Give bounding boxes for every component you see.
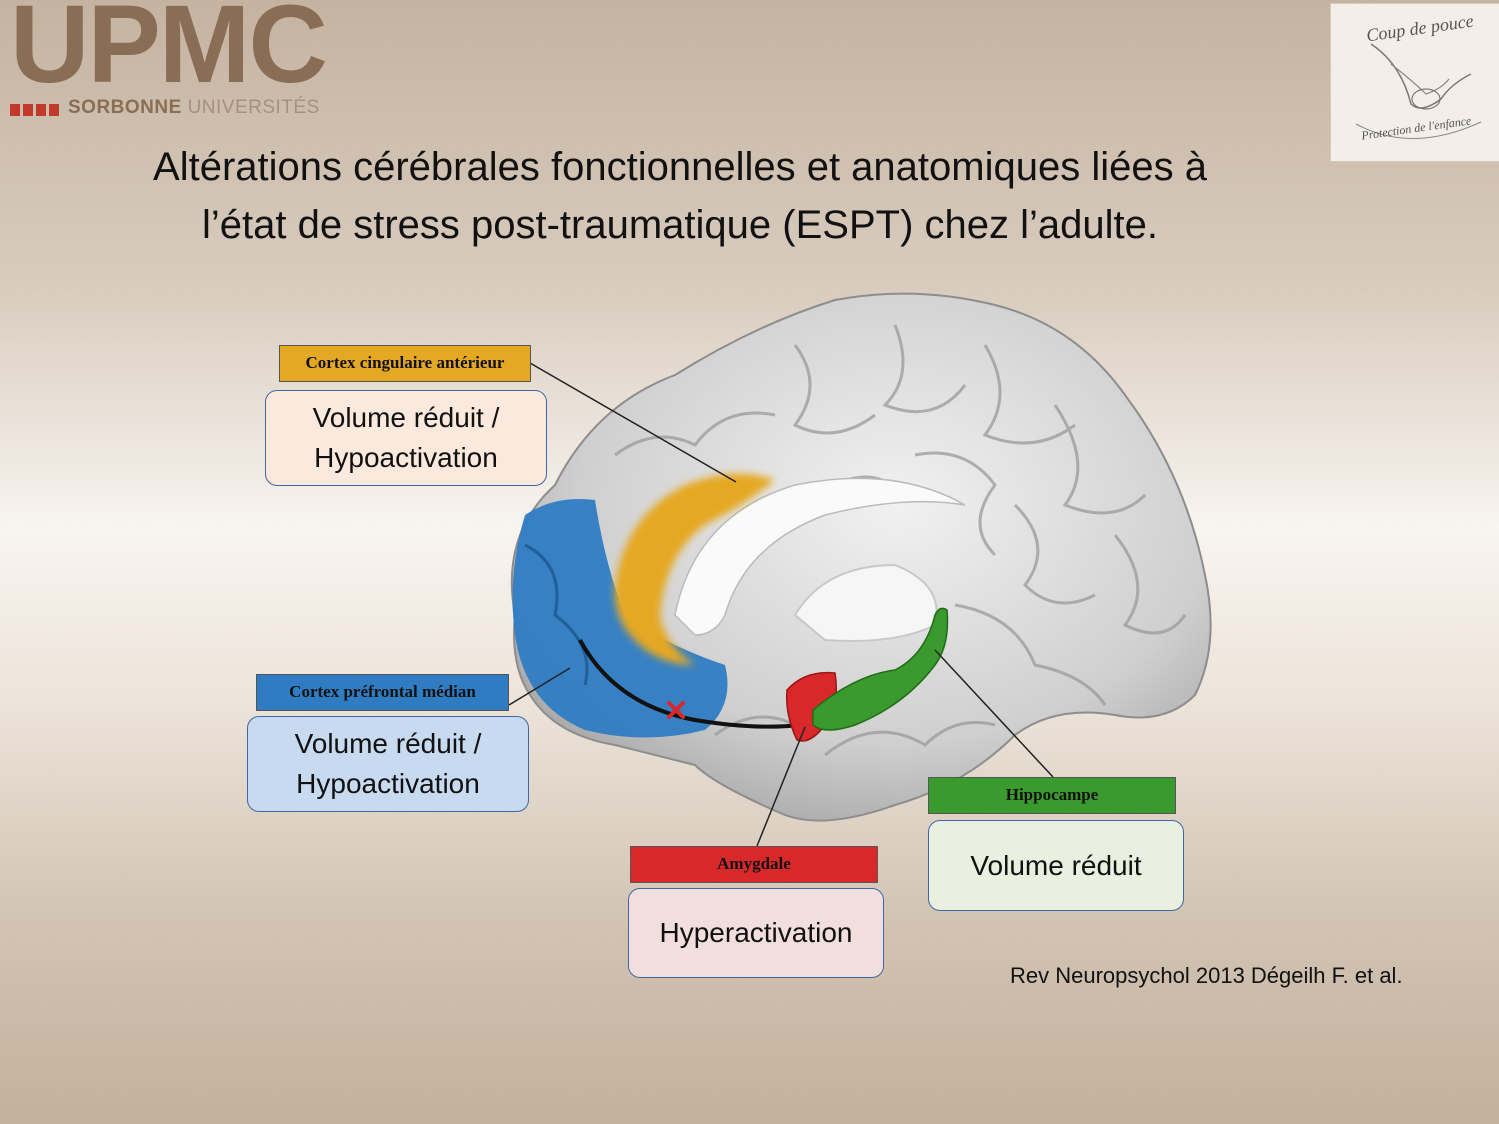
slide-title: Altérations cérébrales fonctionnelles et…: [40, 138, 1320, 254]
acc-info-line1: Volume réduit /: [312, 402, 500, 433]
disruption-x-icon: [667, 701, 685, 719]
upmc-logo-letters: UPMC: [10, 0, 328, 106]
mpfc-info-line2: Hypoactivation: [296, 768, 480, 799]
amygdala-info-text: Hyperactivation: [659, 917, 853, 948]
hippocampus-info-box: Volume réduit: [928, 820, 1184, 911]
slide-title-line1: Altérations cérébrales fonctionnelles et…: [153, 145, 1207, 189]
corpus-callosum: [674, 477, 966, 636]
sorbonne-columns-icon: [10, 104, 59, 116]
acc-info-box: Volume réduit / Hypoactivation: [265, 390, 547, 486]
mpfc-header: Cortex préfrontal médian: [256, 674, 509, 711]
slide-title-line2: l’état de stress post-traumatique (ESPT)…: [202, 203, 1158, 247]
hippocampus-header: Hippocampe: [928, 777, 1176, 814]
mpfc-sulcus: [524, 543, 589, 686]
upmc-sub-brand: SORBONNE: [68, 97, 182, 118]
amygdala-info-box: Hyperactivation: [628, 888, 884, 978]
acc-info-line2: Hypoactivation: [314, 442, 498, 473]
acc-region: [614, 473, 775, 665]
upmc-logo: UPMC SORBONNE UNIVERSITÉS: [10, 0, 328, 119]
mpfc-info-line1: Volume réduit /: [294, 728, 482, 759]
mpfc-info-box: Volume réduit / Hypoactivation: [247, 716, 529, 812]
brain-illustration: [510, 292, 1212, 822]
ventricle: [793, 563, 938, 642]
acc-header: Cortex cingulaire antérieur: [279, 345, 531, 382]
hippocampus-region: [812, 607, 949, 731]
brain-outline: [510, 292, 1212, 822]
coup-de-pouce-badge-icon: [1355, 43, 1482, 139]
coup-de-pouce-logo: Coup de pouce Protection de l'enfance: [1330, 3, 1499, 162]
connection-arc: [578, 639, 801, 729]
citation: Rev Neuropsychol 2013 Dégeilh F. et al.: [1010, 963, 1403, 988]
hippocampus-info-text: Volume réduit: [970, 849, 1142, 881]
upmc-logo-subtitle: SORBONNE UNIVERSITÉS: [68, 97, 320, 119]
upmc-sub-brand-2: UNIVERSITÉS: [187, 97, 320, 118]
amygdala-header: Amygdale: [630, 846, 878, 883]
